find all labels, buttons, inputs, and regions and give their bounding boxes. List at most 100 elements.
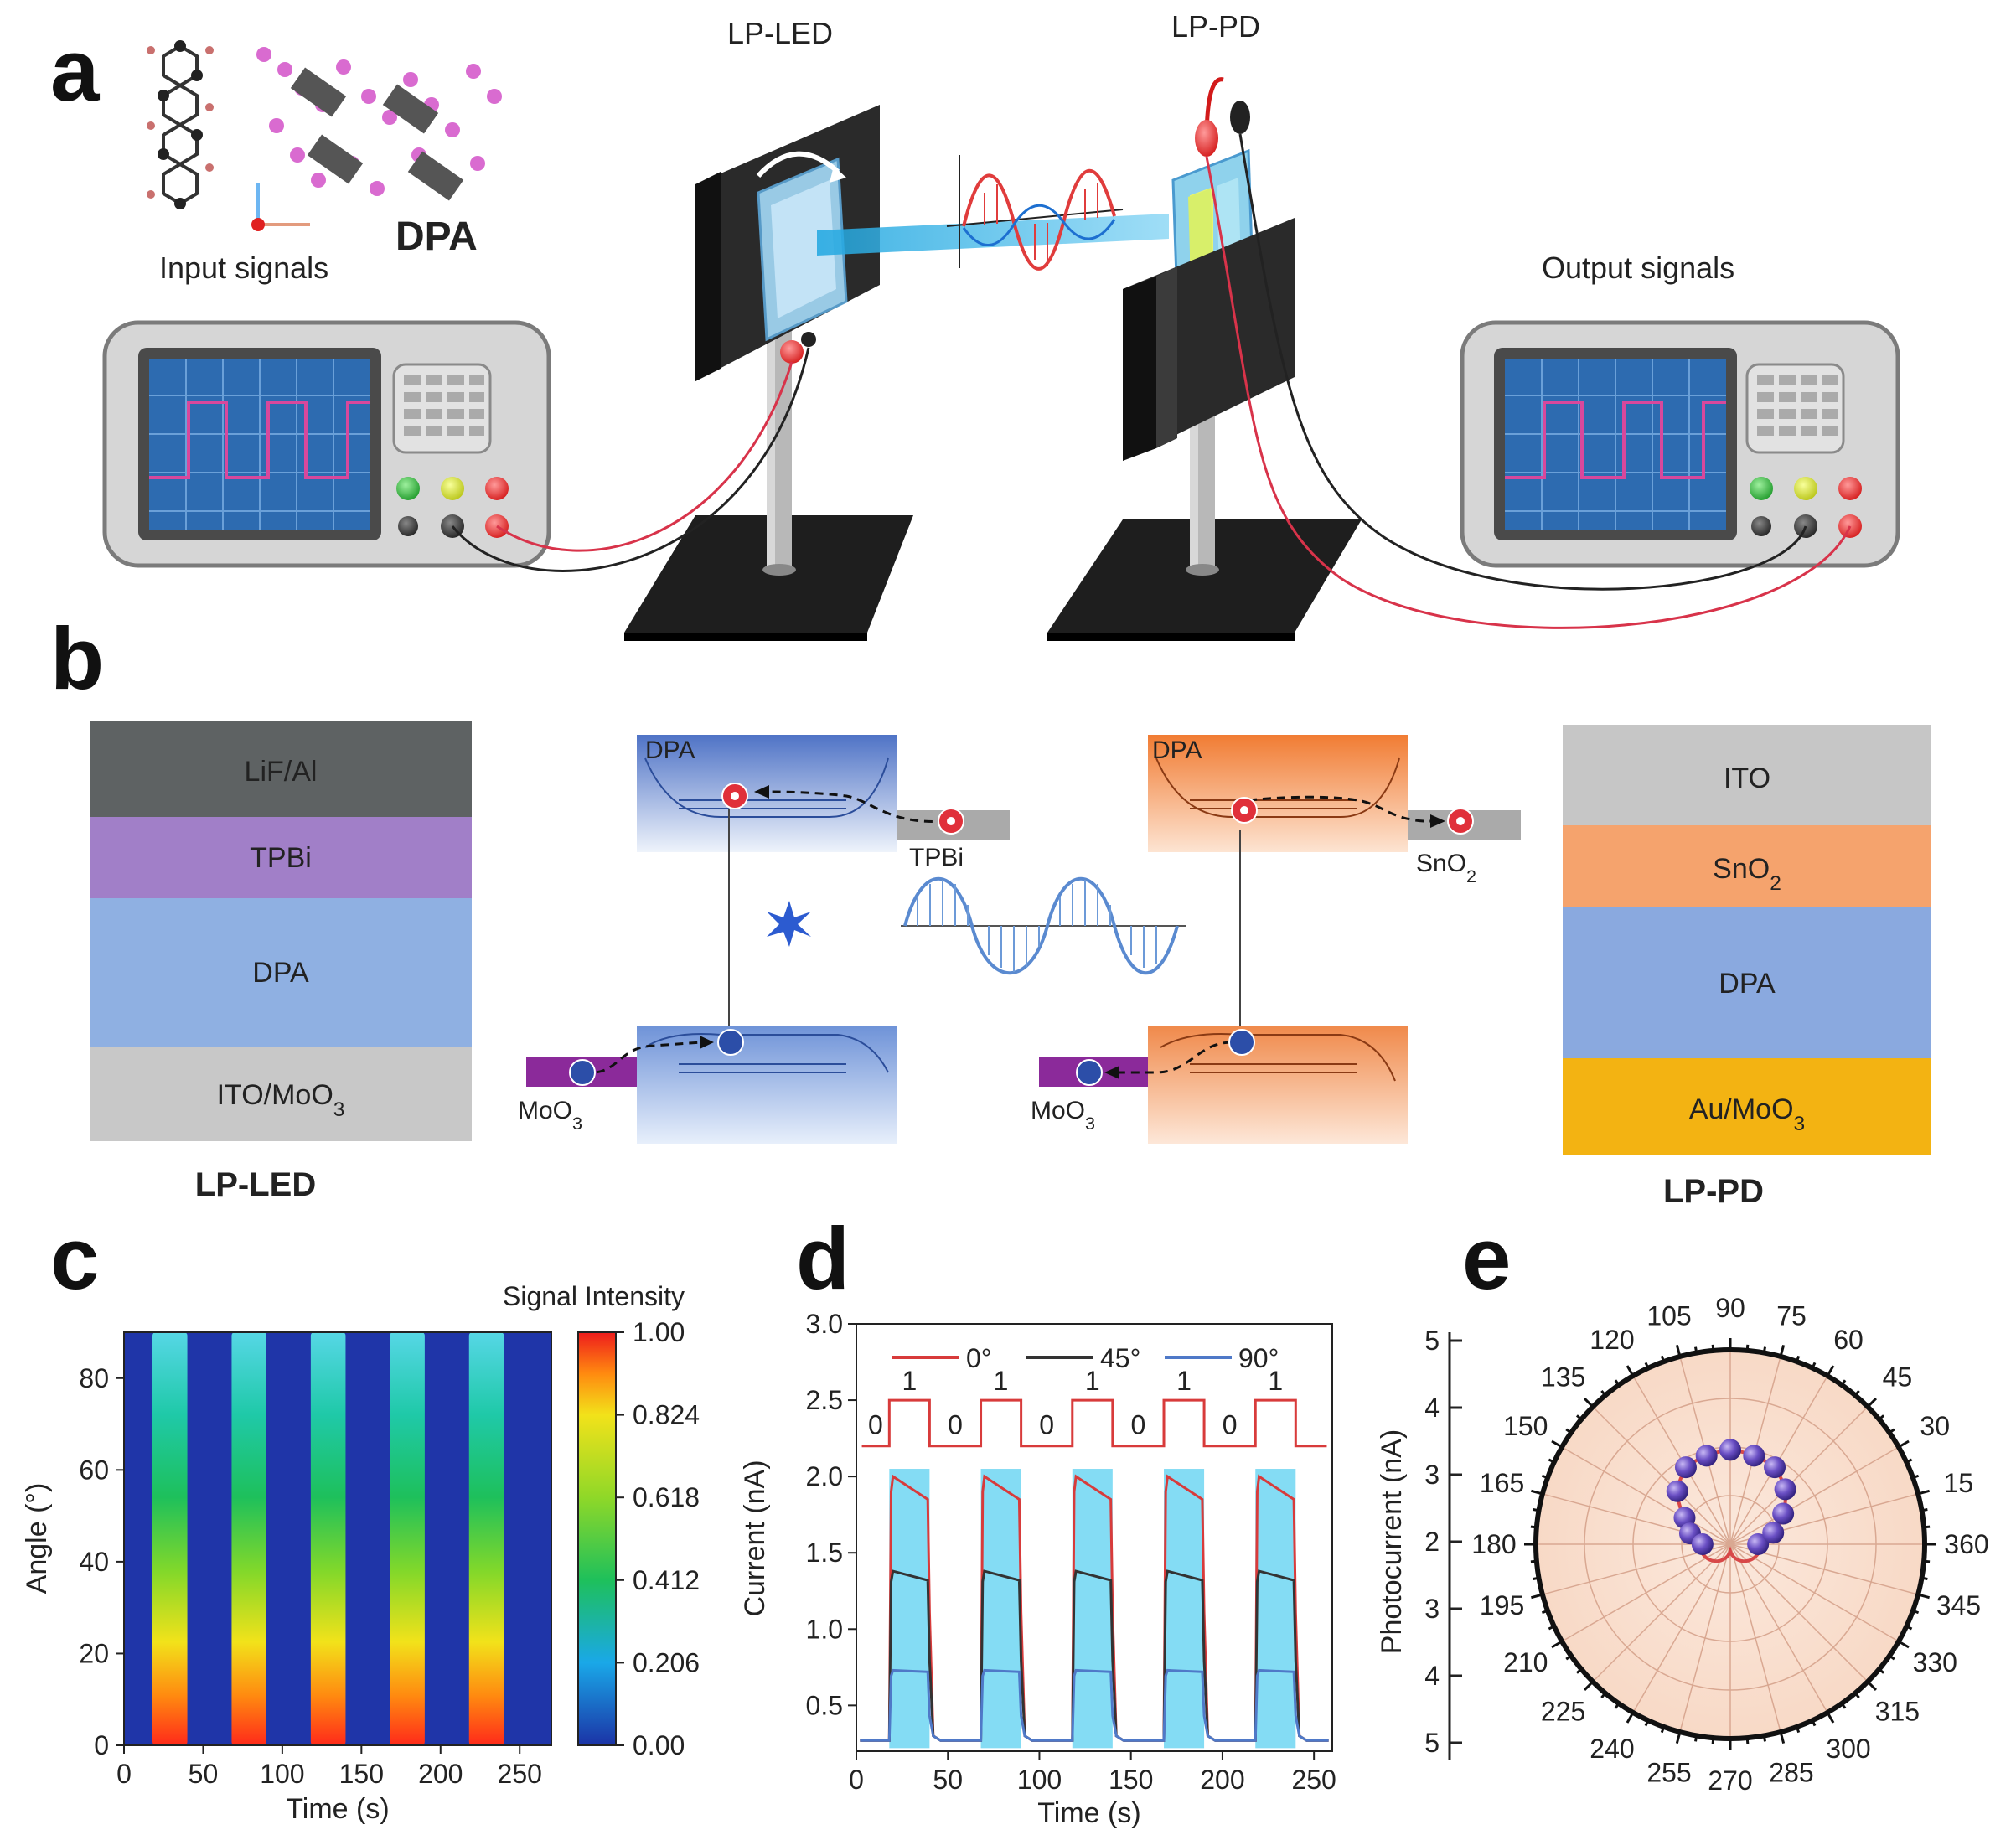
polar-angle-tick: [1694, 1346, 1698, 1353]
polar-angle-label: 75: [1776, 1301, 1807, 1331]
polar-angle-tick: [1921, 1508, 1928, 1512]
layer-label-dpa: DPA: [1719, 968, 1776, 1000]
polar-grid-spoke: [1592, 1543, 1731, 1682]
polar-angle-tick: [1762, 1346, 1766, 1353]
crystal-packing: [251, 47, 502, 231]
polarized-light-wave: [901, 876, 1186, 975]
lp-led-label: LP-LED: [727, 16, 833, 50]
colorbar-tick-label: 0.618: [633, 1482, 700, 1512]
polar-angle-label: 120: [1590, 1325, 1634, 1355]
y-tick-label: 2.0: [806, 1461, 843, 1491]
polar-angle-tick: [1917, 1593, 1931, 1600]
hole-marker: [1228, 1029, 1255, 1056]
polar-angle-tick: [1660, 1355, 1666, 1362]
current-series-line: [860, 1668, 1329, 1742]
radial-tick-label: 5: [1424, 1326, 1440, 1356]
line-y-axis-label: Current (nA): [739, 1460, 771, 1616]
stack-layer-lif-al: [90, 721, 472, 817]
x-tick-label: 150: [1109, 1765, 1153, 1795]
colorbar-tick-label: 0.824: [633, 1400, 700, 1430]
x-tick-label: 250: [498, 1759, 542, 1789]
hole-marker: [1076, 1059, 1103, 1086]
polar-angle-tick: [1878, 1414, 1885, 1421]
colorbar: [577, 1331, 617, 1746]
polar-angle-label: 225: [1541, 1696, 1585, 1726]
colorbar-tick-label: 0.206: [633, 1647, 700, 1677]
light-on-interval: [1255, 1469, 1296, 1749]
line-x-axis-label: Time (s): [1037, 1797, 1140, 1829]
cables: [451, 133, 1852, 629]
dpa-band-label: DPA: [645, 737, 695, 764]
polar-angle-tick: [1795, 1726, 1801, 1734]
polar-angle-tick: [1600, 1389, 1607, 1397]
lp-pd-layer-stack: ITO SnO2 DPA Au/MoO3 LP-PD: [1563, 725, 1931, 1210]
heatmap-on-column: [152, 1332, 188, 1745]
polar-angle-tick: [1795, 1355, 1801, 1362]
polar-angle-tick: [1533, 1508, 1539, 1512]
bit-label: 1: [994, 1366, 1009, 1396]
x-tick-label: 150: [339, 1759, 384, 1789]
polar-angle-label: 60: [1833, 1325, 1864, 1355]
light-beam: [817, 155, 1169, 271]
y-tick-label: 0: [94, 1730, 109, 1760]
layer-label-ito-moo3: ITO/MoO3: [217, 1079, 345, 1121]
layer-label-sno2: SnO2: [1713, 853, 1781, 895]
lp-pd-holder: [1123, 218, 1295, 461]
x-tick-label: 100: [260, 1759, 304, 1789]
light-on-interval: [889, 1469, 930, 1749]
radial-tick-label: 4: [1424, 1393, 1440, 1423]
polar-angle-tick: [1530, 1559, 1538, 1563]
bit-label: 0: [1223, 1410, 1238, 1440]
layer-label-dpa: DPA: [252, 957, 309, 989]
lp-pd-stack-title: LP-PD: [1663, 1173, 1764, 1210]
y-tick-label: 80: [79, 1363, 109, 1393]
y-tick-label: 1.5: [806, 1538, 843, 1568]
polar-angle-tick: [1626, 1712, 1635, 1724]
polar-angle-tick: [1565, 1428, 1572, 1434]
output-signals-label: Output signals: [1542, 251, 1734, 285]
polar-angle-tick: [1745, 1737, 1750, 1744]
polar-angle-tick: [1548, 1458, 1555, 1464]
bit-label: 1: [1085, 1366, 1100, 1396]
polar-angle-tick: [1675, 1731, 1682, 1744]
polar-angle-tick: [1912, 1474, 1920, 1480]
heatmap-on-column: [310, 1332, 346, 1745]
bit-label: 1: [1176, 1366, 1192, 1396]
layer-label-ito: ITO: [1724, 762, 1770, 794]
polar-angle-tick: [1905, 1625, 1913, 1631]
polar-angle-label: 195: [1480, 1590, 1524, 1620]
polar-grid-spoke: [1729, 1543, 1869, 1682]
stack-layer-ito: [1563, 725, 1931, 825]
panel-label-a: a: [50, 22, 101, 120]
polar-grid-spoke: [1632, 1543, 1731, 1713]
polar-angle-tick: [1889, 1654, 1895, 1661]
polar-data-point: [1762, 1522, 1785, 1544]
polar-angle-tick: [1889, 1428, 1895, 1434]
colorbar-tick-label: 1.00: [633, 1317, 685, 1347]
stack-layer-sno2: [1563, 825, 1931, 907]
polar-angle-tick: [1541, 1474, 1548, 1480]
polar-angle-tick: [1530, 1593, 1543, 1600]
panel-label-b: b: [50, 610, 104, 708]
dpa-band-label: DPA: [1152, 737, 1202, 764]
bit-label: 0: [1039, 1410, 1054, 1440]
panel-label-c: c: [50, 1210, 99, 1308]
polar-angle-tick: [1811, 1719, 1817, 1727]
y-tick-label: 0.5: [806, 1690, 843, 1720]
x-tick-label: 200: [418, 1759, 463, 1789]
y-tick-label: 60: [79, 1455, 109, 1485]
polar-angle-tick: [1811, 1362, 1817, 1369]
polar-angle-tick: [1840, 1379, 1847, 1386]
polar-angle-tick: [1917, 1489, 1931, 1496]
polar-angle-tick: [1826, 1365, 1835, 1377]
polar-angle-tick: [1644, 1719, 1650, 1727]
heatmap-y-axis-label: Angle (°): [21, 1483, 53, 1594]
hole-marker: [569, 1059, 596, 1086]
polar-angle-tick: [1548, 1625, 1555, 1631]
polar-data-point: [1695, 1445, 1718, 1467]
polar-angle-label: 105: [1646, 1301, 1691, 1331]
polar-angle-tick: [1905, 1458, 1913, 1464]
polar-data-point: [1691, 1533, 1714, 1555]
moo3-band-label: MoO3: [518, 1097, 582, 1134]
